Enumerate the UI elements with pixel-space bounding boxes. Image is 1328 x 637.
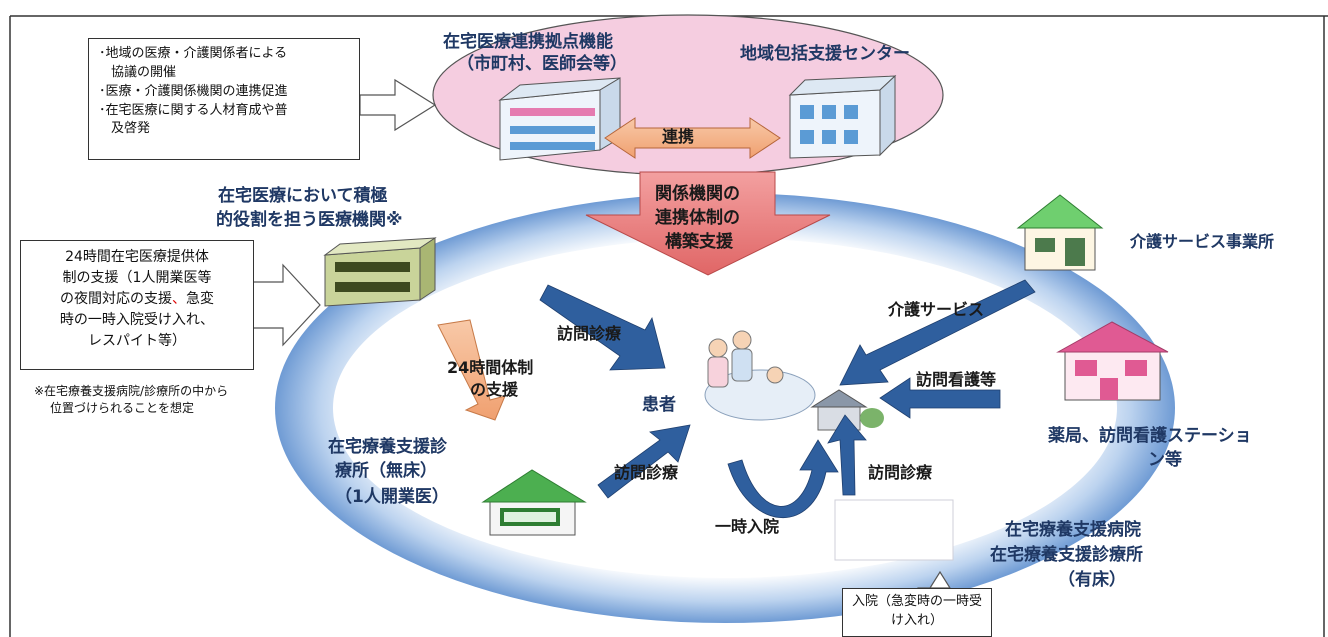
support24-label: 24時間体制	[447, 358, 534, 377]
patient-illustration	[704, 330, 816, 421]
visit-label-bottom: 訪問診療	[614, 463, 679, 482]
pharmacy-title: 薬局、訪問看護ステーショ	[1048, 426, 1252, 446]
clinic-title-sub: 療所（無床）	[335, 461, 437, 481]
support-down-arrow	[585, 171, 831, 276]
topbox: ･地域の医療・介護関係者による 協議の開催 ･医療・介護関係機関の連携促進 ･在…	[88, 38, 360, 160]
admission-line: け入れ）	[890, 612, 943, 628]
link-double-arrow	[604, 117, 781, 159]
hub-title-sub: （市町村、医師会等）	[457, 54, 627, 74]
leftbox-line: 制の支援（1人開業医等	[62, 270, 212, 286]
pharmacy-title-sub: ン等	[1148, 450, 1182, 470]
home-icon	[810, 389, 884, 431]
support24-label-sub: の支援	[470, 380, 519, 399]
clinic-title: 在宅療養支援診	[328, 437, 447, 457]
care-office-house	[1016, 194, 1104, 271]
visit-arrow-hospital	[827, 414, 867, 496]
hospital-title-sub2: （有床）	[1058, 570, 1126, 590]
clinic-title-sub2: （1人開業医）	[335, 487, 449, 507]
support-line: 連携体制の	[655, 208, 740, 228]
patient-label: 患者	[642, 395, 676, 415]
topbox-line: ･医療・介護関係機関の連携促進	[99, 83, 288, 99]
footnote-sub: 位置づけられることを想定	[50, 401, 195, 415]
topbox-line: ･地域の医療・介護関係者による	[99, 46, 288, 61]
hospital-title: 在宅療養支援病院	[1005, 520, 1141, 540]
visit-label-top: 訪問診療	[557, 324, 622, 343]
active-inst-title-sub: 的役割を担う医療機関※	[216, 210, 403, 230]
support24-arrow	[437, 319, 506, 421]
hospital-image	[834, 499, 954, 561]
care-service-label: 介護サービス	[888, 300, 985, 319]
care-office-title: 介護サービス事業所	[1130, 232, 1275, 251]
center-title: 地域包括支援センター	[740, 44, 910, 64]
admission-box: 入院（急変時の一時受 け入れ）	[842, 588, 992, 637]
admission-line: 入院（急変時の一時受	[851, 594, 982, 609]
hub-title: 在宅医療連携拠点機能	[443, 32, 613, 52]
leftbox-line: レスパイト等）	[88, 333, 186, 349]
clinic-building	[481, 469, 587, 536]
visit-arrow-top	[539, 284, 666, 371]
footnote: ※在宅療養支援病院/診療所の中から	[34, 384, 229, 398]
hospital-title-sub: 在宅療養支援診療所	[990, 545, 1143, 565]
nursing-arrow	[879, 377, 1001, 419]
leftbox-arrow	[252, 263, 321, 347]
topbox-line: 及啓発	[111, 121, 151, 137]
active-inst-title: 在宅医療において積極	[218, 186, 388, 206]
topbox-line: 協議の開催	[111, 64, 177, 80]
leftbox-line: の夜間対応の支援、急変	[27, 289, 247, 310]
leftbox-text: の夜間対応の支援	[60, 291, 172, 307]
leftbox: 24時間在宅医療提供体 制の支援（1人開業医等 の夜間対応の支援、急変 時の一時…	[20, 240, 254, 370]
active-inst-building	[323, 237, 437, 307]
link-label: 連携	[662, 127, 695, 146]
support-line: 構築支援	[665, 232, 733, 252]
leftbox-text: 急変	[186, 291, 214, 307]
topbox-line: ･在宅医療に関する人材育成や普	[99, 102, 288, 118]
nursing-label: 訪問看護等	[916, 370, 997, 389]
hub-building-right	[788, 74, 897, 159]
leftbox-line: 時の一時入院受け入れ、	[59, 312, 215, 328]
pharmacy-house	[1056, 321, 1169, 401]
support-line: 関係機関の	[655, 184, 740, 204]
hub-building-left	[498, 77, 621, 161]
visit-arrow-bottom	[597, 424, 691, 499]
care-service-arrow	[839, 279, 1036, 386]
topbox-arrow	[359, 78, 437, 132]
leftbox-red-mark: 、	[172, 291, 186, 307]
temp-admission-label: 一時入院	[715, 517, 780, 536]
temp-admission-arrow	[727, 439, 839, 519]
visit-label-hospital: 訪問診療	[868, 463, 933, 482]
leftbox-line: 24時間在宅医療提供体	[65, 249, 209, 265]
